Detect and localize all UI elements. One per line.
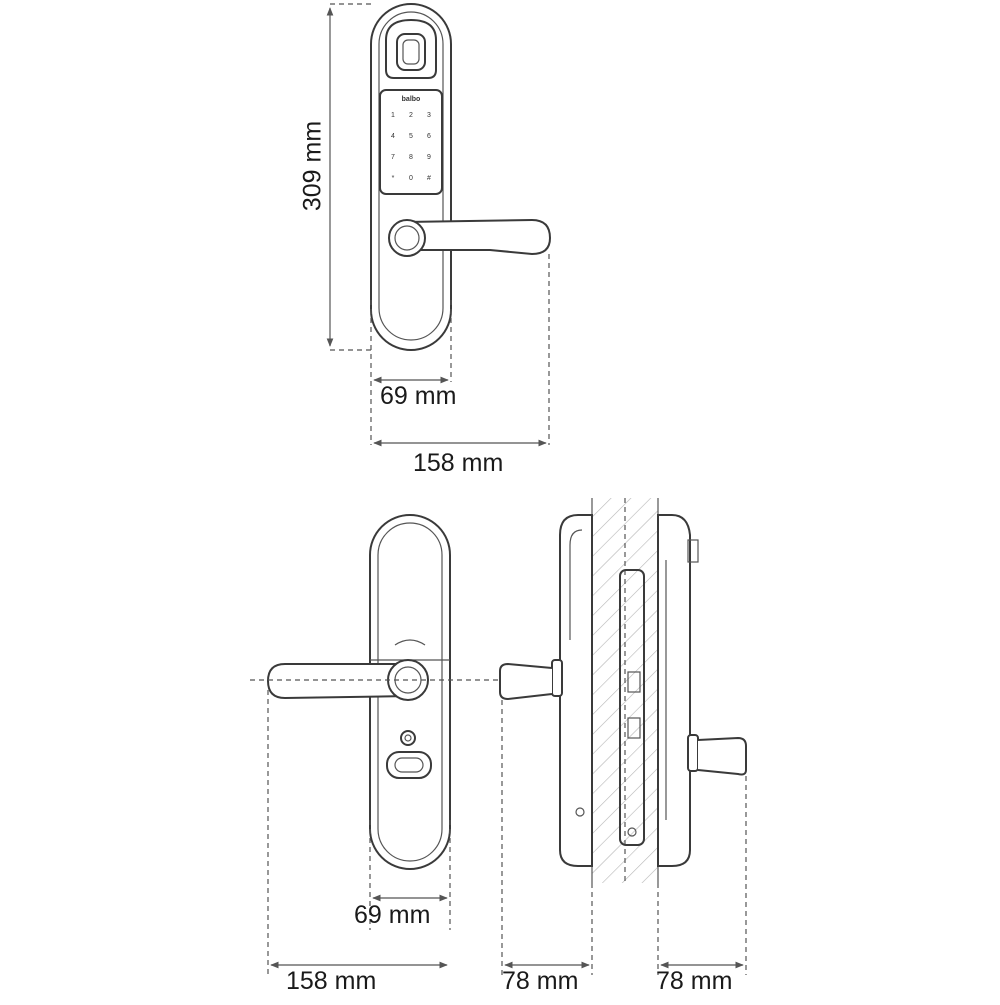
side-view	[499, 498, 747, 975]
thumb-turn-icon	[386, 751, 432, 779]
keypad-key: 2	[409, 112, 413, 119]
front-handle-rose-inner	[394, 225, 420, 251]
keypad-panel	[379, 89, 443, 195]
front-plate-width-label: 69 mm	[380, 382, 457, 410]
side-right-lever	[697, 736, 747, 776]
keypad-key: *	[392, 175, 395, 182]
side-left-lever	[499, 662, 553, 701]
keypad-key: 6	[427, 133, 431, 140]
fingerprint-sensor-icon	[396, 33, 426, 71]
side-right-dimension-label: 78 mm	[656, 967, 733, 995]
back-total-width-label: 158 mm	[286, 967, 377, 995]
outside-housing	[657, 514, 691, 867]
fingerprint-housing	[385, 18, 437, 79]
keypad-key: 7	[391, 154, 395, 161]
back-plate-width-label: 69 mm	[354, 901, 431, 929]
side-left-dimension-label: 78 mm	[502, 967, 579, 995]
height-dimension-label: 309 mm	[298, 120, 327, 212]
keypad-key: 1	[391, 112, 395, 119]
back-view	[250, 514, 590, 975]
keypad-keys: 1 2 3 4 5 6 7 8 9 * 0 #	[391, 112, 431, 182]
keypad-key: 3	[427, 112, 431, 119]
keypad-key: 9	[427, 154, 431, 161]
fingerprint-sensor-inner	[402, 39, 420, 65]
front-view: balbo 1 2 3 4 5 6 7 8 9 * 0 #	[326, 3, 552, 447]
keypad-logo: balbo	[402, 96, 421, 103]
back-lever-handle	[266, 663, 411, 700]
keypad-key: 0	[409, 175, 413, 182]
key-cylinder-icon	[400, 730, 416, 746]
inside-housing	[559, 514, 593, 867]
front-handle-rose	[388, 219, 426, 257]
keypad-key: 4	[391, 133, 395, 140]
front-total-width-label: 158 mm	[413, 449, 504, 477]
keypad-key: 5	[409, 133, 413, 140]
keypad-key: 8	[409, 154, 413, 161]
mortise-body	[619, 569, 645, 846]
front-lever-handle	[404, 218, 552, 256]
keypad-key: #	[427, 175, 431, 182]
